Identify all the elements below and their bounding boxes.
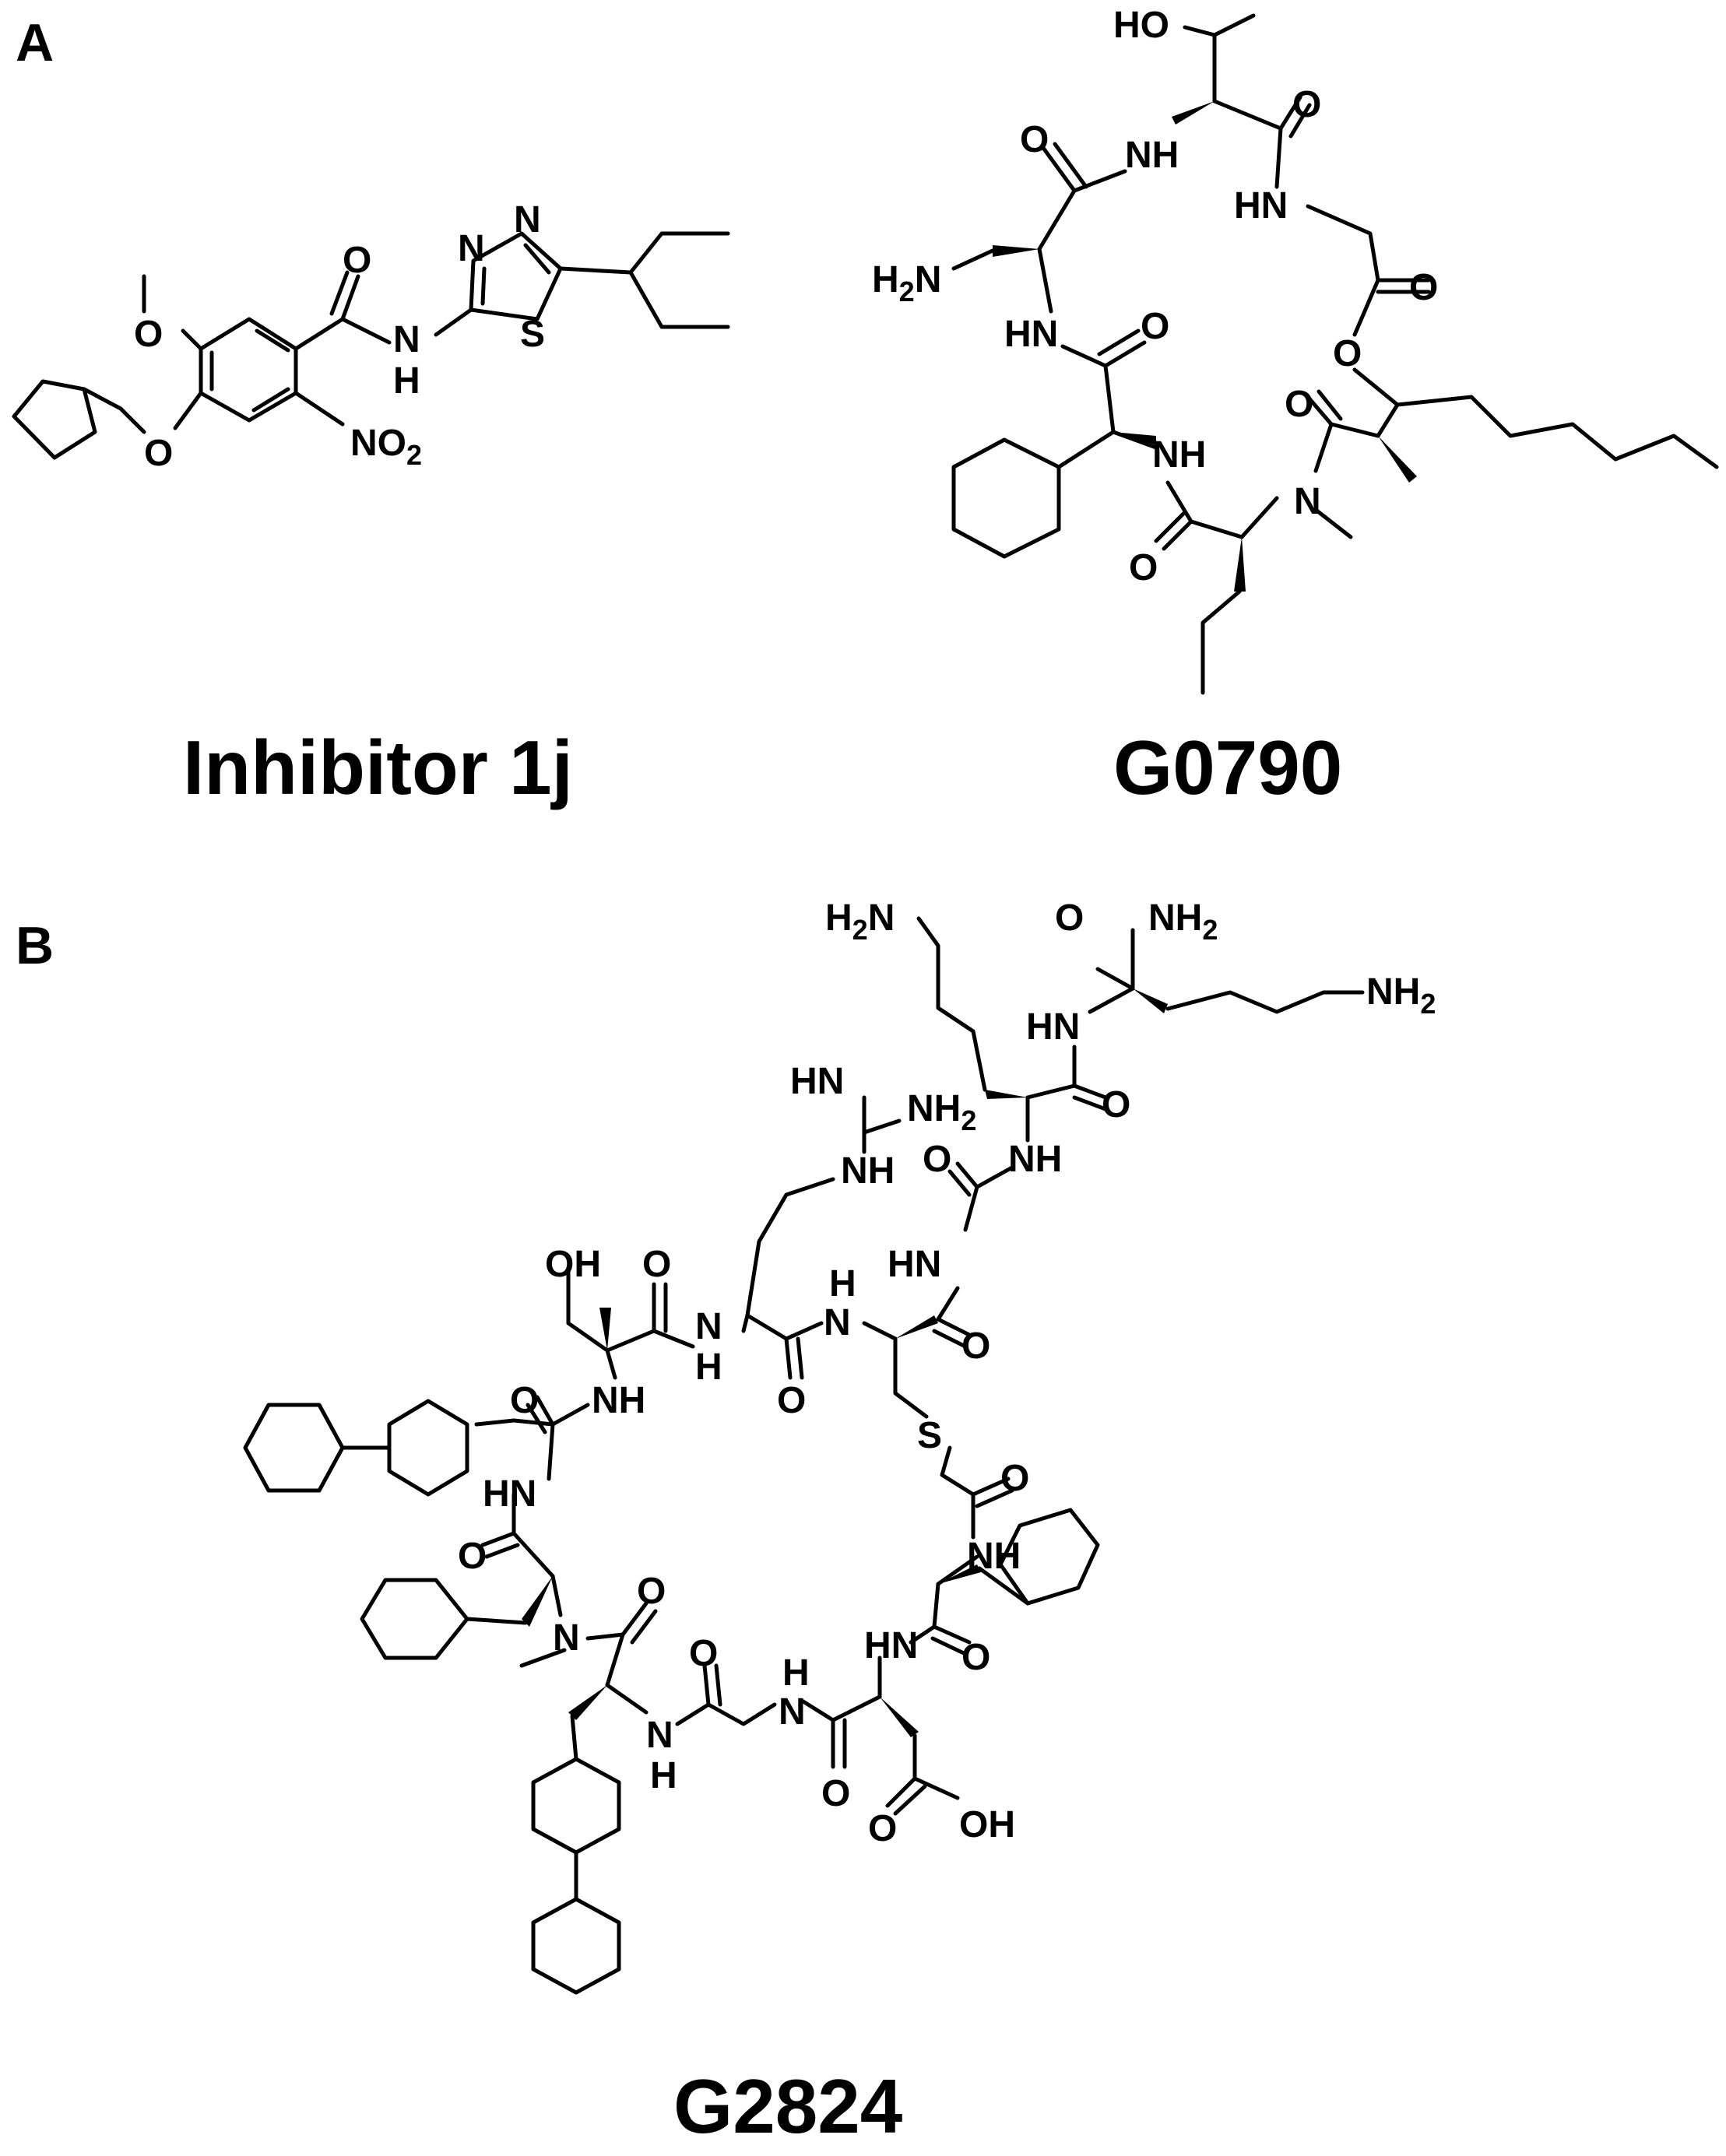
compound-name-inhibitor-1j: Inhibitor 1j bbox=[183, 725, 573, 810]
g0790-atom-nh1: NH bbox=[1125, 135, 1179, 176]
g2824-atom-n-gly3: N bbox=[779, 1691, 806, 1733]
atom-s: S bbox=[520, 314, 545, 355]
g0790-atom-o7: O bbox=[1129, 547, 1158, 588]
g2824-atom-o-asp1: O bbox=[961, 1637, 990, 1678]
g2824-atom-o-bip: O bbox=[510, 1380, 539, 1421]
g2824-atom-h2n-a: H2N bbox=[825, 897, 895, 946]
g2824-atom-o-s: O bbox=[1000, 1458, 1029, 1499]
g2824-atom-o-gly: O bbox=[923, 1139, 951, 1180]
g2824-atom-oh-ser: OH bbox=[545, 1244, 601, 1285]
g0790-atom-n-me: N bbox=[1294, 481, 1321, 522]
panel-label-b: B bbox=[16, 916, 54, 975]
g2824-atom-o-arg: O bbox=[961, 1326, 990, 1367]
g2824-atom-nh2-guan: NH2 bbox=[907, 1088, 976, 1136]
g0790-atom-o1: O bbox=[1292, 84, 1321, 125]
atom-h: H bbox=[393, 360, 420, 402]
g2824-atom-hn-guan: HN bbox=[790, 1061, 844, 1102]
g2824-atom-nh-ser: NH bbox=[592, 1380, 645, 1421]
g2824-atom-nh-phe2: NH bbox=[967, 1536, 1021, 1577]
g2824-atom-hn-lys: HN bbox=[1026, 1006, 1080, 1048]
atom-o-methoxy: O bbox=[134, 314, 163, 355]
g2824-atom-o-phe: O bbox=[458, 1536, 487, 1577]
g2824-atom-o-arg3: O bbox=[777, 1380, 806, 1421]
g2824-atom-nh2-amide: NH2 bbox=[1148, 897, 1218, 946]
g2824-atom-o-gly4: O bbox=[821, 1773, 850, 1814]
g2824-structure: H2N O NH2 NH2 HN O HN NH2 NH O NH OH O H… bbox=[243, 897, 1436, 1995]
g2824-atom-h-top: H bbox=[829, 1263, 856, 1304]
g0790-atom-o5: O bbox=[1333, 333, 1362, 374]
g2824-atom-n-arg: N bbox=[824, 1302, 851, 1343]
g2824-atom-hn-gly2: HN bbox=[888, 1244, 941, 1285]
g0790-atom-hn1: HN bbox=[1234, 185, 1288, 226]
compound-name-g2824: G2824 bbox=[673, 2063, 902, 2149]
g0790-atom-nh2: NH bbox=[1152, 434, 1206, 476]
g0790-atom-hn2: HN bbox=[1004, 314, 1058, 355]
g2824-atom-hn-asp: HN bbox=[864, 1625, 918, 1666]
atom-n1: N bbox=[458, 228, 485, 269]
g0790-atom-o3: O bbox=[1409, 267, 1438, 308]
atom-o-carbonyl: O bbox=[343, 240, 371, 281]
g2824-atom-oh-acid: OH bbox=[959, 1804, 1015, 1845]
g2824-atom-nh-arg2: N bbox=[695, 1306, 722, 1347]
g2824-atom-o-lys: O bbox=[1102, 1084, 1130, 1125]
g0790-atom-o2: O bbox=[1020, 119, 1049, 160]
g2824-atom-s: S bbox=[917, 1415, 942, 1456]
g2824-atom-nh2-lys: NH2 bbox=[1366, 971, 1436, 1020]
atom-nh: N bbox=[393, 319, 420, 360]
g2824-atom-o-ser: O bbox=[642, 1244, 671, 1285]
g2824-atom-n-me: N bbox=[553, 1617, 580, 1659]
g0790-atom-h2n: H2N bbox=[872, 259, 941, 307]
g0790-atom-o6: O bbox=[1285, 384, 1313, 425]
g2824-atom-o-nme: O bbox=[637, 1571, 666, 1612]
atom-n2: N bbox=[514, 199, 541, 241]
inhibitor-1j-structure: O O O N H N N S NO2 bbox=[12, 199, 730, 474]
g2824-atom-h-gly3: H bbox=[782, 1652, 810, 1694]
atom-o-ether: O bbox=[144, 433, 173, 474]
g2824-atom-hn-bip: HN bbox=[483, 1473, 536, 1515]
g2824-atom-o-acid: O bbox=[868, 1808, 897, 1849]
g0790-atom-o4: O bbox=[1141, 306, 1169, 347]
panel-label-a: A bbox=[16, 13, 54, 72]
g0790-atom-ho: HO bbox=[1113, 5, 1169, 46]
g2824-atom-o-amide: O bbox=[1055, 897, 1084, 939]
g2824-atom-nh-b: N bbox=[646, 1715, 673, 1756]
atom-nitro: NO2 bbox=[350, 423, 422, 471]
g2824-atom-nh-gly: NH bbox=[1008, 1139, 1062, 1180]
g2824-atom-h-arg2: H bbox=[695, 1347, 722, 1388]
g2824-atom-o-gly3: O bbox=[689, 1633, 718, 1674]
g0790-structure: HO O NH O HN H2N O HN O O O NH N O bbox=[872, 5, 1719, 695]
g2824-atom-h-b: H bbox=[650, 1755, 677, 1796]
compound-name-g0790: G0790 bbox=[1113, 725, 1342, 810]
g2824-atom-nh-guan: NH bbox=[841, 1150, 895, 1192]
